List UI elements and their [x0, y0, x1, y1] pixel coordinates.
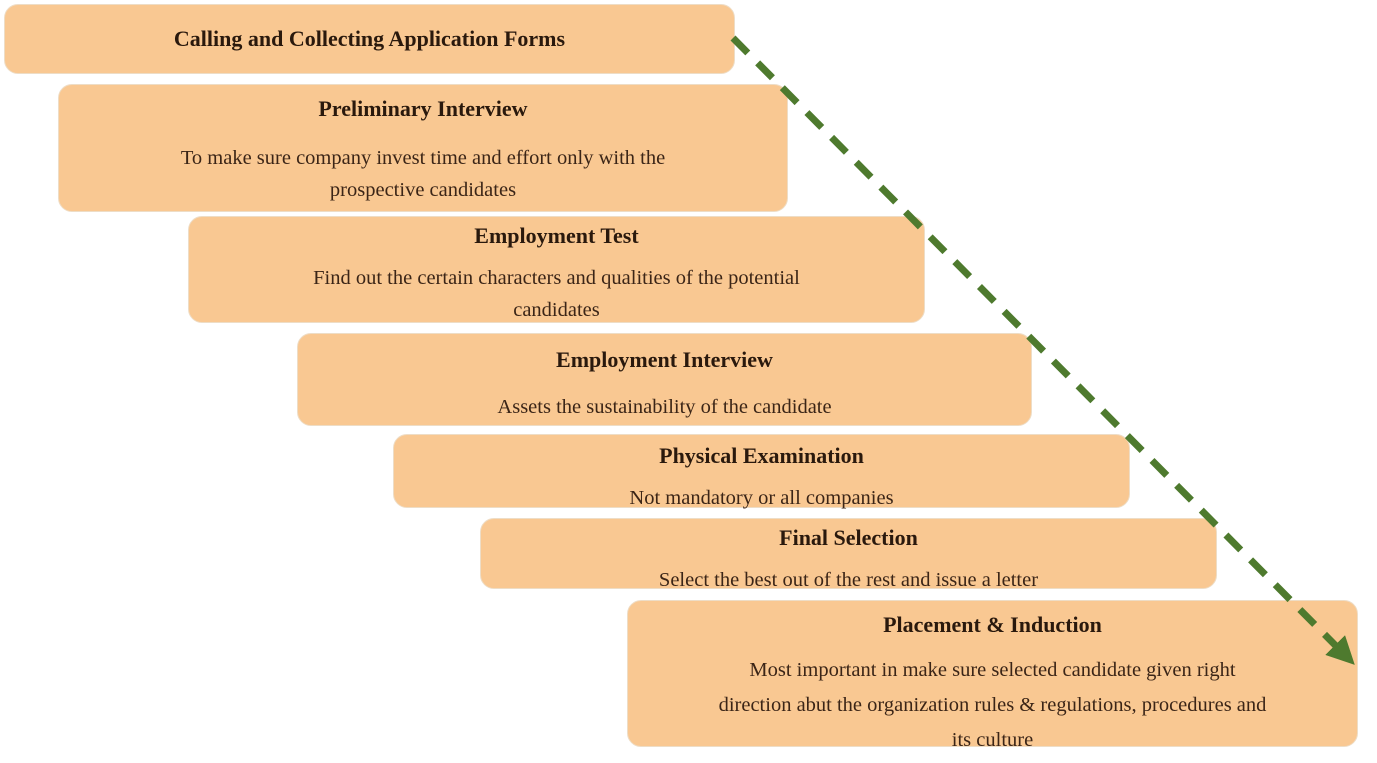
- step-title: Preliminary Interview: [318, 96, 528, 121]
- step-description: Select the best out of the rest and issu…: [658, 569, 1039, 592]
- step-box-calling-and-collecting: Calling and Collecting Application Forms: [4, 4, 735, 74]
- step-description: Not mandatory or all companies: [629, 487, 894, 510]
- step-title: Final Selection: [779, 525, 918, 550]
- step-box-employment-test: Employment Test Find out the certain cha…: [188, 216, 925, 323]
- step-title: Calling and Collecting Application Forms: [173, 25, 566, 51]
- step-box-employment-interview: Employment Interview Assets the sustaina…: [297, 333, 1032, 426]
- step-description: To make sure company invest time and eff…: [180, 147, 666, 202]
- step-box-placement-induction: Placement & Induction Most important in …: [627, 600, 1358, 751]
- step-title: Placement & Induction: [883, 612, 1102, 637]
- step-title: Employment Test: [474, 223, 639, 248]
- step-title: Employment Interview: [556, 347, 773, 372]
- step-description: Most important in make sure selected can…: [718, 659, 1267, 752]
- step-box-physical-examination: Physical Examination Not mandatory or al…: [393, 434, 1130, 509]
- step-box-preliminary-interview: Preliminary Interview To make sure compa…: [58, 84, 788, 212]
- step-description: Assets the sustainability of the candida…: [497, 396, 832, 419]
- step-description: Find out the certain characters and qual…: [313, 267, 800, 322]
- step-title: Physical Examination: [659, 443, 864, 468]
- step-box-final-selection: Final Selection Select the best out of t…: [480, 518, 1217, 591]
